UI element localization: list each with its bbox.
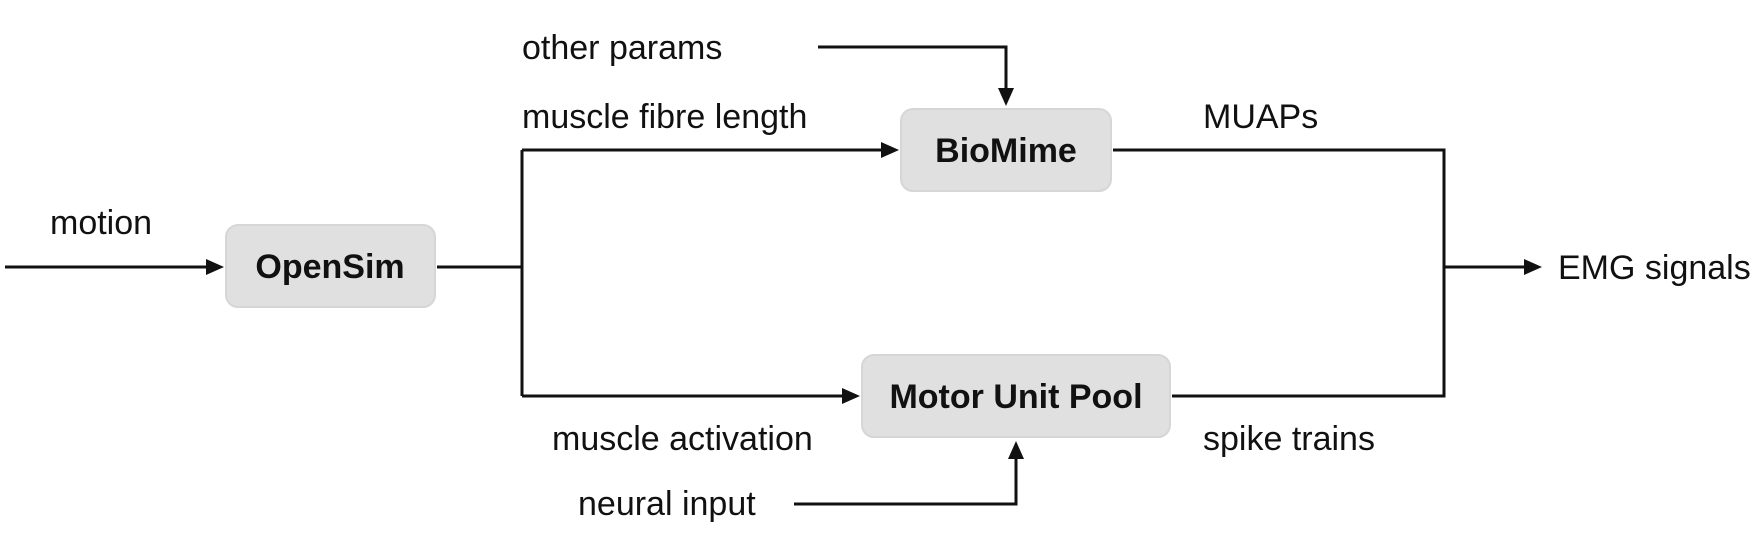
muscle-activation-label: muscle activation	[552, 420, 813, 458]
emg-signals-label: EMG signals	[1558, 249, 1751, 287]
emg-signals-edge	[1444, 259, 1542, 275]
muaps-label: MUAPs	[1203, 98, 1318, 136]
opensim-node: OpenSim	[225, 224, 436, 308]
spike-trains-edge	[1172, 267, 1446, 398]
other-params-edge	[818, 45, 1014, 106]
motion-edge	[5, 259, 224, 275]
biomime-label: BioMime	[935, 132, 1077, 170]
biomime-node: BioMime	[900, 108, 1112, 192]
motor-unit-pool-label: Motor Unit Pool	[889, 378, 1142, 416]
opensim-output-edge	[437, 150, 524, 396]
muaps-edge	[1113, 148, 1446, 267]
other-params-label: other params	[522, 29, 722, 67]
spike-trains-label: spike trains	[1203, 420, 1375, 458]
opensim-label: OpenSim	[255, 248, 404, 286]
neural-input-label: neural input	[578, 485, 756, 523]
muscle-fibre-length-label: muscle fibre length	[522, 98, 807, 136]
neural-input-edge	[794, 441, 1024, 506]
motion-label: motion	[50, 204, 152, 242]
muscle-fibre-length-edge	[522, 142, 899, 158]
motor-unit-pool-node: Motor Unit Pool	[861, 354, 1171, 438]
muscle-activation-edge	[522, 388, 860, 404]
